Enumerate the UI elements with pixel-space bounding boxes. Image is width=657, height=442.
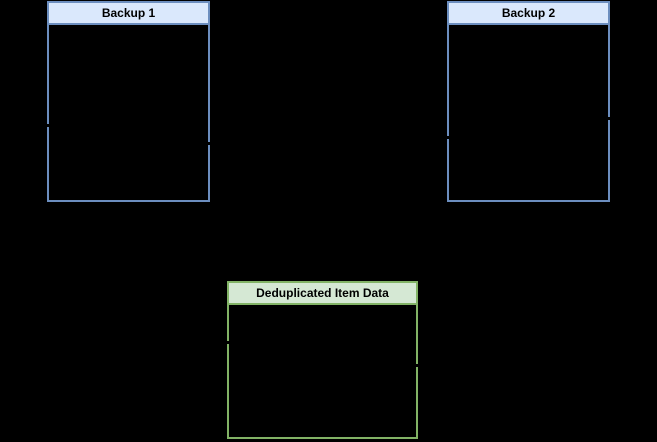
connector-stub-backup1-left	[44, 124, 52, 127]
node-deduplicated-item-data-title: Deduplicated Item Data	[256, 286, 389, 300]
connector-stub-backup1-right	[205, 142, 213, 145]
node-backup-1[interactable]: Backup 1	[47, 1, 210, 202]
node-backup-1-title: Backup 1	[101, 6, 156, 20]
node-backup-2-header: Backup 2	[449, 3, 608, 25]
node-deduplicated-item-data[interactable]: Deduplicated Item Data	[227, 281, 418, 439]
node-backup-2-title: Backup 2	[501, 6, 556, 20]
node-deduplicated-item-data-header: Deduplicated Item Data	[229, 283, 416, 305]
node-backup-2[interactable]: Backup 2	[447, 1, 610, 202]
node-backup-1-header: Backup 1	[49, 3, 208, 25]
connector-stub-dedup-right	[413, 364, 421, 367]
connector-stub-backup2-right	[605, 117, 613, 120]
connector-stub-dedup-left	[224, 341, 232, 344]
connector-stub-backup2-left	[444, 136, 452, 139]
